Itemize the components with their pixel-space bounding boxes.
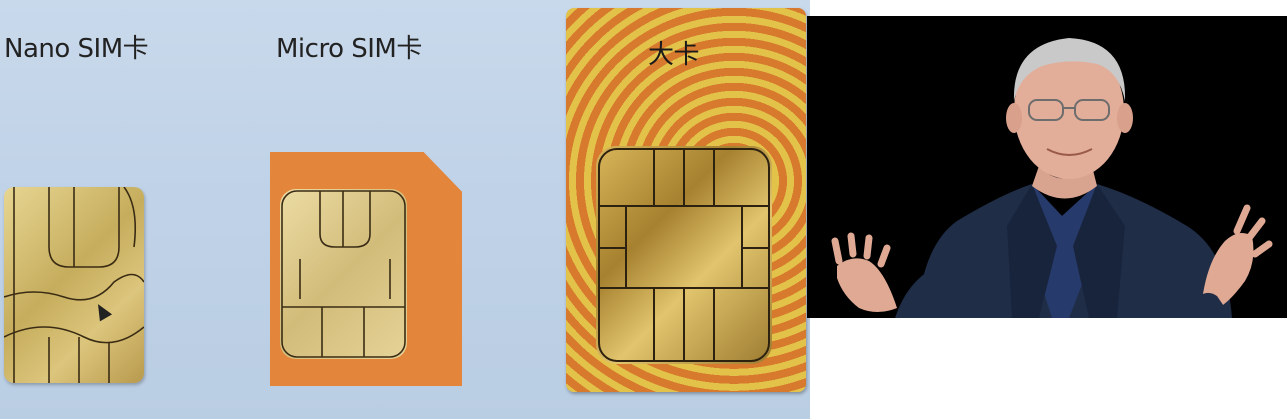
standard-sim-card xyxy=(566,8,806,392)
micro-sim-chip xyxy=(280,189,407,359)
sim-cards-photo: Nano SIM卡 Micro SIM卡 xyxy=(0,0,810,419)
nano-sim-card xyxy=(4,187,144,383)
person-photo xyxy=(807,16,1287,318)
nano-sim-label: Nano SIM卡 xyxy=(4,34,149,64)
nano-sim-contacts xyxy=(4,187,144,383)
micro-sim-card xyxy=(270,152,462,386)
standard-sim-chip xyxy=(596,146,772,364)
person-illustration xyxy=(831,38,1273,318)
standard-sim-label: 大卡 xyxy=(648,40,700,70)
micro-sim-label: Micro SIM卡 xyxy=(276,34,422,64)
